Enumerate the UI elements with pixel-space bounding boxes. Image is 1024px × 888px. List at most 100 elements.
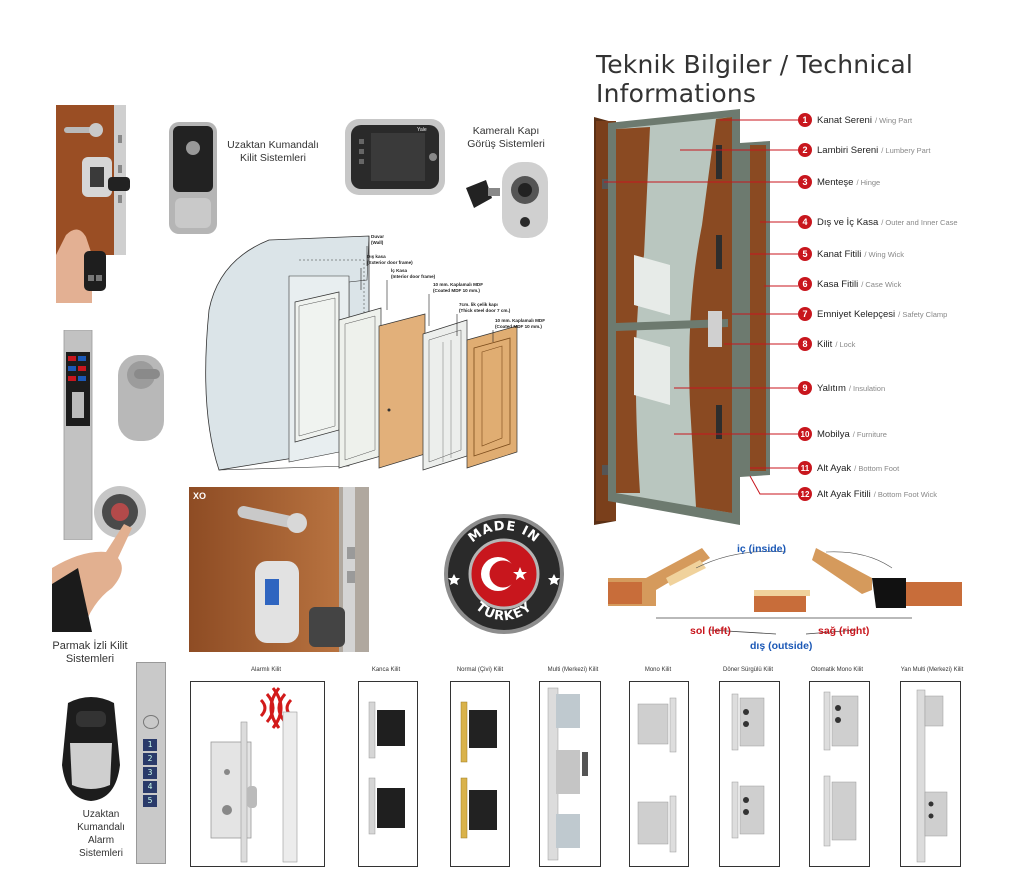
opening-label-inside: iç (inside) [737,543,787,555]
exploded-label-5-en: (Coated MDF 10 mm.) [495,324,542,329]
legend-label-en: / Case Wick [861,279,902,289]
legend-label-en: / Bottom Foot Wick [873,489,938,499]
legend-number: 10 [798,427,812,441]
exploded-frame-diagram: Duvar (Wall) Dış kasa (Exterior door fra… [199,230,569,476]
remote-lock-device [165,120,221,236]
viewer-brand: Yale [417,127,427,133]
lock-label-auto-mono: Otomatik Mono Kilit [810,667,864,673]
legend-number: 3 [798,175,812,189]
legend-label: Alt Ayak [817,462,852,474]
xo-logo: XO [193,491,206,501]
knob-lock [112,345,168,445]
exploded-label-1-en: (Exterior door frame) [367,260,413,265]
keypad-key: 1 [143,739,157,751]
legend-label: Emniyet Kelepçesi [817,308,896,320]
legend-number: 6 [798,277,812,291]
legend-item: 10 Mobilya / Furniture [798,426,887,442]
exploded-label-0-tr: Duvar [371,234,384,239]
legend-label: Dış ve İç Kasa [817,216,879,228]
lock-panel-normal [450,681,510,867]
lock-label-hook: Kanca Kilit [371,667,401,673]
lock-panel-alarm [190,681,325,867]
legend-label: Kasa Fitili [817,278,859,290]
legend-number: 8 [798,337,812,351]
exploded-label-2-tr: İç Kasa [391,267,408,273]
legend-label: Alt Ayak Fitili [817,488,871,500]
legend-label-en: / Furniture [852,429,887,439]
lock-label-multi: Multi (Merkezi) Kilit [547,667,599,673]
keypad-strip: 1 2 3 4 5 [136,662,166,864]
opening-label-outside: dış (outside) [750,640,813,652]
lock-panel-hook [358,681,418,867]
legend-number: 1 [798,113,812,127]
legend-item: 1 Kanat Sereni / Wing Part [798,112,912,128]
lock-panel-auto-mono [809,681,870,867]
opening-direction-diagram [606,538,966,660]
legend-number: 9 [798,381,812,395]
made-in-turkey-badge: MADE IN TURKEY [440,510,568,638]
lock-panel-mono [629,681,689,867]
legend-number: 2 [798,143,812,157]
keypad-key: 2 [143,753,157,765]
legend-label: Menteşe [817,176,854,188]
legend-label-en: / Bottom Foot [854,463,900,473]
legend-label-en: / Lumbery Part [881,145,931,155]
keypad-key: 3 [143,767,157,779]
legend-label-en: / Insulation [848,383,886,393]
lock-label-alarm: Alarmlı Kilit [250,667,281,673]
opening-label-left: sol (left) [690,625,731,637]
legend-label-en: / Wing Wick [864,249,904,259]
fingerprint-hand-photo [52,484,158,632]
alarm-remote [56,695,126,805]
lock-label-mono: Mono Kilit [644,667,672,673]
legend-item: 11 Alt Ayak / Bottom Foot [798,460,899,476]
legend-item: 3 Menteşe / Hinge [798,174,880,190]
exploded-label-3-en: (Coated MDF 10 mm.) [433,288,480,293]
lock-panel-rotary [719,681,780,867]
legend-item: 6 Kasa Fitili / Case Wick [798,276,901,292]
door-remote-photo [56,105,138,303]
legend-item: 4 Dış ve İç Kasa / Outer and Inner Case [798,214,958,230]
legend-label: Lambiri Sereni [817,144,879,156]
legend-label-en: / Outer and Inner Case [881,217,958,227]
legend-number: 5 [798,247,812,261]
exploded-label-1-tr: Dış kasa [367,254,386,259]
exploded-label-0-en: (Wall) [371,240,384,245]
legend-number: 12 [798,487,812,501]
legend-item: 9 Yalıtım / Insulation [798,380,885,396]
lock-label-side-multi: Yan Multi (Merkezi) Kilit [900,667,964,673]
fingerprint-lock-panel [58,329,98,541]
keypad-key: 5 [143,795,157,807]
sensor-icon [143,715,159,729]
legend-label-en: / Safety Clamp [898,309,948,319]
legend-label: Mobilya [817,428,850,440]
page-title: Teknik Bilgiler / Technical Informations [596,50,914,108]
keypad-keys: 1 2 3 4 5 [143,739,157,809]
camera-viewer-screen: Yale [343,115,447,199]
lock-label-normal: Normal (Çivi) Kilit [456,667,504,673]
exploded-label-5-tr: 10 mm. Kaplamalı MDF [495,318,545,323]
legend-label: Yalıtım [817,382,846,394]
opening-label-right: sağ (right) [818,625,870,637]
lock-panel-multi [539,681,601,867]
exploded-label-3-tr: 10 mm. Kaplamalı MDF [433,282,483,287]
legend-label: Kanat Sereni [817,114,872,126]
legend-label-en: / Wing Part [874,115,913,125]
legend-item: 7 Emniyet Kelepçesi / Safety Clamp [798,306,947,322]
exploded-label-4-en: (Thick steel door 7 cm.) [459,308,511,313]
remote-alarm-caption: Uzaktan Kumandalı Alarm Sistemleri [77,809,125,859]
legend-label: Kilit [817,338,833,350]
technical-door-diagram [590,105,800,537]
legend-item: 8 Kilit / Lock [798,336,855,352]
camera-viewer-caption: Kameralı Kapı Görüş Sistemleri [467,125,545,150]
exploded-label-4-tr: 7cm. lik çelik kapı [459,302,498,307]
lock-label-rotary: Döner Sürgülü Kilit [722,667,774,673]
legend-number: 11 [798,461,812,475]
keypad-key: 4 [143,781,157,793]
camera-viewer-eye [462,158,552,240]
legend-number: 4 [798,215,812,229]
remote-lock-caption: Uzaktan Kumandalı Kilit Sistemleri [227,139,319,164]
exploded-label-2-en: (Interior door frame) [391,274,436,279]
legend-label-en: / Hinge [856,177,881,187]
legend-item: 12 Alt Ayak Fitili / Bottom Foot Wick [798,486,937,502]
